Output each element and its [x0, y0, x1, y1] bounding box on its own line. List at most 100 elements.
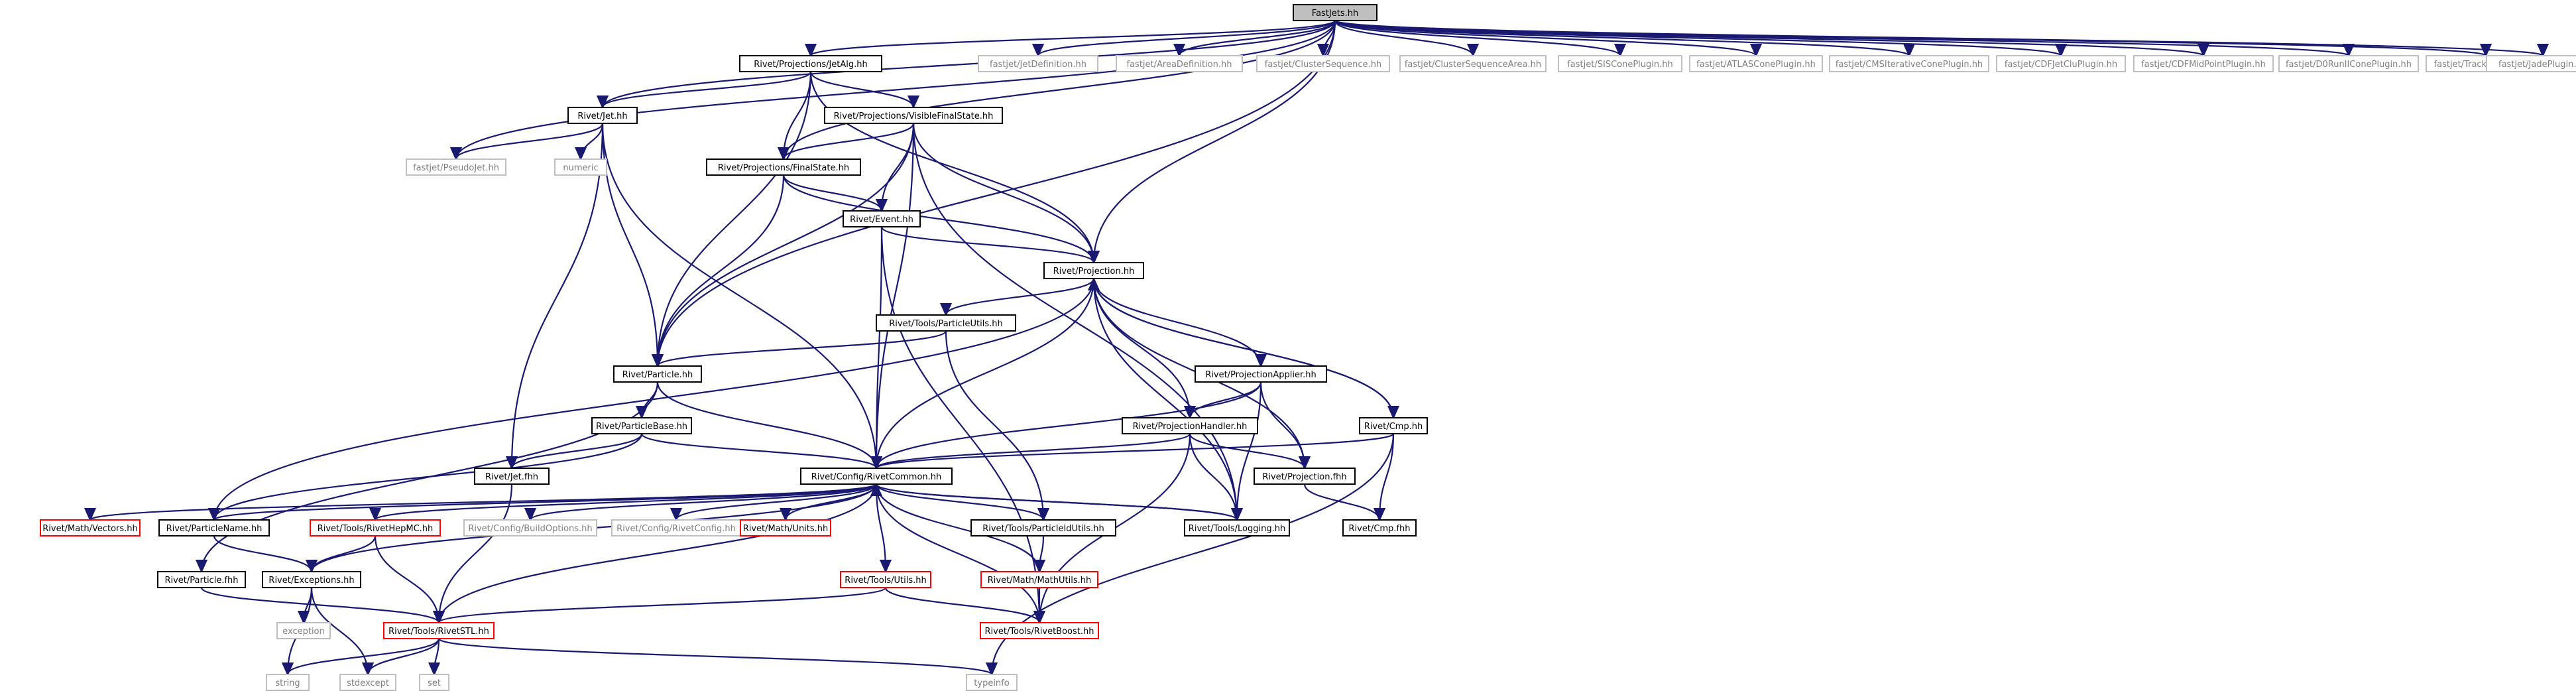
edge-exceptions-to-stdexcept	[310, 587, 368, 674]
edge-jetalg-to-jet	[603, 71, 812, 107]
node-units[interactable]: Rivet/Math/Units.hh	[740, 519, 831, 536]
node-box-particleidutils	[970, 519, 1116, 536]
node-string: string	[266, 674, 310, 691]
node-box-projection	[1043, 262, 1144, 279]
node-label-exception: exception	[282, 627, 325, 637]
edge-particlebase-to-particlename	[214, 433, 643, 520]
node-numeric: numeric	[554, 158, 607, 176]
edge-rivetstl-to-typeinfo	[438, 637, 992, 674]
edge-fastjets-to-jetdef	[1038, 20, 1336, 56]
edge-projection-to-particlename	[214, 278, 1095, 520]
node-label-rivetstl: Rivet/Tools/RivetSTL.hh	[388, 627, 489, 637]
node-box-d0run	[2278, 55, 2419, 72]
node-projection[interactable]: Rivet/Projection.hh	[1043, 262, 1144, 279]
node-label-visiblefs: Rivet/Projections/VisibleFinalState.hh	[834, 111, 994, 121]
node-label-jetalg: Rivet/Projections/JetAlg.hh	[754, 60, 868, 70]
node-vectors[interactable]: Rivet/Math/Vectors.hh	[40, 519, 141, 536]
node-clusterseqarea: fastjet/ClusterSequenceArea.hh	[1399, 55, 1547, 72]
node-label-string: string	[275, 678, 300, 688]
edge-particleutils-to-particleidutils	[945, 330, 1043, 520]
node-box-exception	[276, 622, 331, 639]
node-set: set	[419, 674, 449, 691]
node-cdfmid: fastjet/CDFMidPointPlugin.hh	[2133, 55, 2274, 72]
edge-particlebase-to-rivetcommon	[640, 433, 876, 468]
node-particleutils[interactable]: Rivet/Tools/ParticleUtils.hh	[876, 314, 1016, 332]
node-box-jetdef	[978, 55, 1098, 72]
node-jade: fastjet/JadePlugin.hh	[2486, 55, 2576, 72]
node-utils[interactable]: Rivet/Tools/Utils.hh	[840, 571, 931, 588]
node-jet[interactable]: Rivet/Jet.hh	[567, 107, 638, 124]
node-visiblefs[interactable]: Rivet/Projections/VisibleFinalState.hh	[824, 107, 1003, 124]
edge-particlefhh-to-rivetstl	[200, 587, 439, 623]
node-rivethepmc[interactable]: Rivet/Tools/RivetHepMC.hh	[310, 519, 441, 536]
node-rivetcommon[interactable]: Rivet/Config/RivetCommon.hh	[800, 468, 953, 485]
node-jetdef: fastjet/JetDefinition.hh	[978, 55, 1098, 72]
node-box-jade	[2486, 55, 2576, 72]
edge-fastjets-to-jade	[1334, 19, 2543, 56]
node-label-cdfjetclu: fastjet/CDFJetCluPlugin.hh	[2005, 60, 2117, 70]
node-label-jade: fastjet/JadePlugin.hh	[2498, 60, 2576, 70]
node-particle[interactable]: Rivet/Particle.hh	[613, 365, 702, 383]
node-logging[interactable]: Rivet/Tools/Logging.hh	[1184, 519, 1290, 536]
edge-fastjets-to-finalstate	[784, 20, 1336, 159]
node-jetfhh[interactable]: Rivet/Jet.fhh	[474, 468, 550, 485]
node-projfhh[interactable]: Rivet/Projection.fhh	[1254, 468, 1356, 485]
node-box-particlename	[158, 519, 270, 536]
node-siscone: fastjet/SISConePlugin.hh	[1558, 55, 1682, 72]
node-jetalg[interactable]: Rivet/Projections/JetAlg.hh	[739, 55, 882, 72]
edge-jet-to-numeric	[581, 123, 604, 159]
node-particleidutils[interactable]: Rivet/Tools/ParticleIdUtils.hh	[970, 519, 1116, 536]
node-label-event: Rivet/Event.hh	[850, 215, 913, 225]
node-projapplier[interactable]: Rivet/ProjectionApplier.hh	[1195, 365, 1327, 383]
node-exceptions[interactable]: Rivet/Exceptions.hh	[262, 571, 361, 588]
node-typeinfo: typeinfo	[966, 674, 1018, 691]
node-fastjets[interactable]: FastJets.hh	[1293, 4, 1377, 21]
edge-cmp-to-projection	[1094, 279, 1395, 418]
node-finalstate[interactable]: Rivet/Projections/FinalState.hh	[706, 158, 861, 176]
node-projhandler[interactable]: Rivet/ProjectionHandler.hh	[1122, 417, 1258, 434]
node-rivetboost[interactable]: Rivet/Tools/RivetBoost.hh	[980, 622, 1099, 639]
edge-rivetstl-to-set	[434, 638, 439, 674]
node-box-logging	[1184, 519, 1290, 536]
node-label-set: set	[428, 678, 441, 688]
edge-projhandler-to-logging	[1189, 433, 1237, 520]
edge-rivetcommon-to-vectors	[90, 483, 878, 520]
node-label-buildoptions: Rivet/Config/BuildOptions.hh	[468, 524, 592, 534]
node-mathutils[interactable]: Rivet/Math/MathUtils.hh	[980, 571, 1098, 588]
node-label-rivethepmc: Rivet/Tools/RivetHepMC.hh	[318, 524, 434, 534]
edge-visiblefs-to-projection	[912, 123, 1094, 263]
edge-fastjets-to-jetalg	[811, 19, 1336, 56]
node-label-jetdef: fastjet/JetDefinition.hh	[990, 60, 1086, 70]
node-box-cmscone	[1829, 55, 1989, 72]
node-label-finalstate: Rivet/Projections/FinalState.hh	[718, 163, 849, 173]
node-box-particleutils	[876, 314, 1016, 332]
node-particlebase[interactable]: Rivet/ParticleBase.hh	[591, 417, 692, 434]
edge-rivetcommon-to-rivethepmc	[375, 483, 878, 520]
node-box-projapplier	[1195, 365, 1327, 383]
node-box-set	[419, 674, 449, 691]
edge-rivetstl-to-stdexcept	[368, 638, 440, 674]
node-box-units	[740, 519, 831, 536]
edge-fastjets-to-cdfmid	[1334, 19, 2203, 56]
node-box-clusterseqarea	[1399, 55, 1547, 72]
edge-projection-to-rivetcommon	[876, 278, 1095, 468]
edge-projhandler-to-projfhh	[1189, 433, 1305, 468]
edge-cmp-to-cmpfhh	[1379, 433, 1395, 520]
node-label-typeinfo: typeinfo	[974, 678, 1009, 688]
edge-jet-to-jetfhh	[512, 123, 604, 468]
edge-jetalg-to-visiblefs	[809, 71, 913, 107]
node-rivetstl[interactable]: Rivet/Tools/RivetSTL.hh	[383, 622, 495, 639]
node-box-utils	[840, 571, 931, 588]
edge-fastjets-to-siscone	[1334, 20, 1620, 56]
node-event[interactable]: Rivet/Event.hh	[843, 210, 921, 227]
node-box-rivetcommon	[800, 468, 953, 485]
node-box-string	[266, 674, 310, 691]
node-particlename[interactable]: Rivet/ParticleName.hh	[158, 519, 270, 536]
node-particlefhh[interactable]: Rivet/Particle.fhh	[157, 571, 246, 588]
node-box-rivethepmc	[310, 519, 441, 536]
node-box-particlebase	[591, 417, 692, 434]
node-cmp[interactable]: Rivet/Cmp.hh	[1359, 417, 1428, 434]
edge-rivetcommon-to-particlename	[214, 483, 878, 520]
node-cmpfhh[interactable]: Rivet/Cmp.fhh	[1342, 519, 1417, 536]
